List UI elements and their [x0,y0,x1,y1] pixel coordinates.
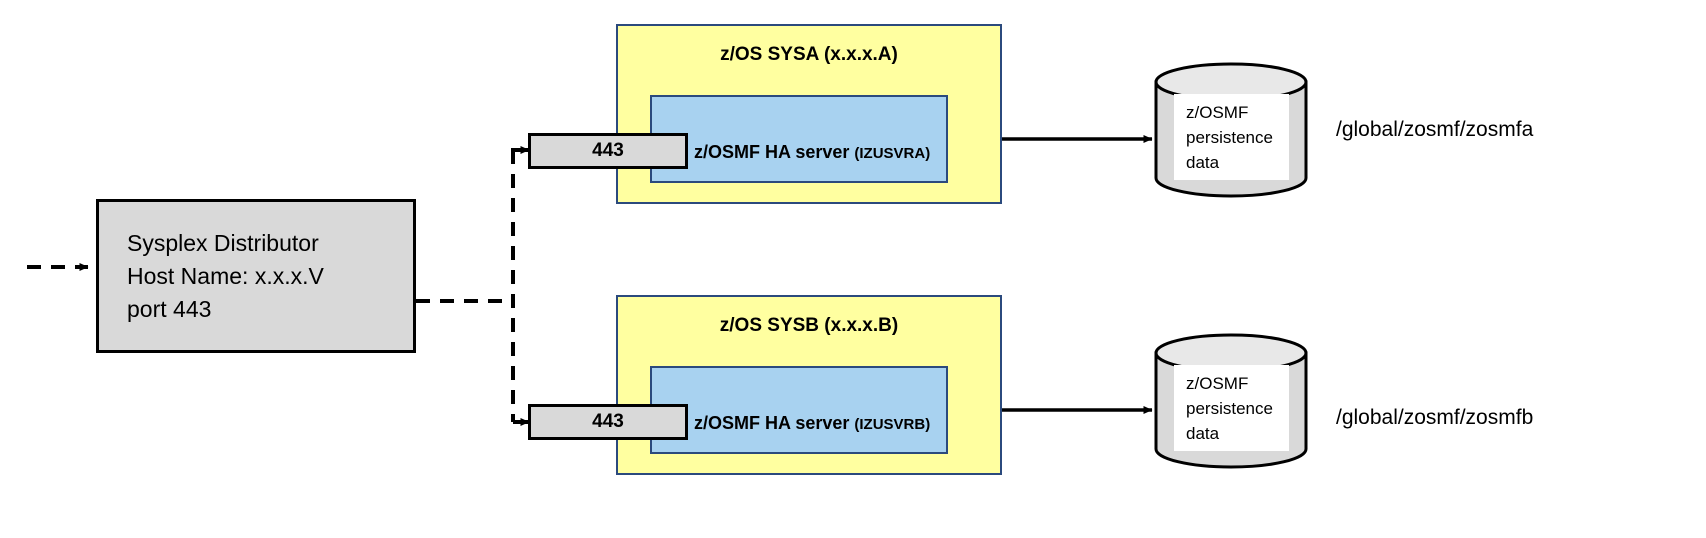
port-box-sysa: 443 [528,133,688,169]
storage-line-1-sysb: z/OSMF [1186,374,1249,393]
storage-label-sysa: z/OSMF persistence data [1174,94,1289,180]
zosmf-server-label-sysa: z/OSMF HA server (IZUSVRA) [694,143,930,161]
storage-path-sysa: /global/zosmf/zosmfa [1336,118,1534,141]
port-label-sysb: 443 [592,411,624,432]
zos-system-title-sysb: z/OS SYSB (x.x.x.B) [719,315,899,336]
zosmf-server-label-sysb: z/OSMF HA server (IZUSVRB) [694,414,930,432]
distributor-line-3: port 443 [127,295,212,322]
storage-cylinder-sysb: z/OSMF persistence data [1154,333,1308,469]
storage-line-1-sysa: z/OSMF [1186,103,1249,122]
storage-line-2-sysb: persistence [1186,399,1273,418]
distributor-line-2: Host Name: x.x.x.V [127,262,324,289]
zosmf-server-box-sysb [650,366,948,454]
server-suffix-sysb: (IZUSVRB) [854,416,931,433]
distributor-trunk [416,150,515,422]
storage-line-3-sysb: data [1186,424,1220,443]
storage-line-2-sysa: persistence [1186,128,1273,147]
port-label-sysa: 443 [592,140,624,161]
server-suffix-sysa: (IZUSVRA) [854,145,931,162]
zosmf-server-box-sysa [650,95,948,183]
storage-line-3-sysa: data [1186,153,1220,172]
server-name-sysb: z/OSMF HA server [694,413,855,433]
storage-cylinder-sysa: z/OSMF persistence data [1154,62,1308,198]
port-box-sysb: 443 [528,404,688,440]
zos-system-title-sysa: z/OS SYSA (x.x.x.A) [720,44,898,65]
server-name-sysa: z/OSMF HA server [694,142,855,162]
storage-path-sysb: /global/zosmf/zosmfb [1336,406,1534,429]
distributor-line-1: Sysplex Distributor [127,229,319,256]
sysplex-distributor-box: Sysplex Distributor Host Name: x.x.x.V p… [96,199,416,353]
storage-label-sysb: z/OSMF persistence data [1174,365,1289,451]
